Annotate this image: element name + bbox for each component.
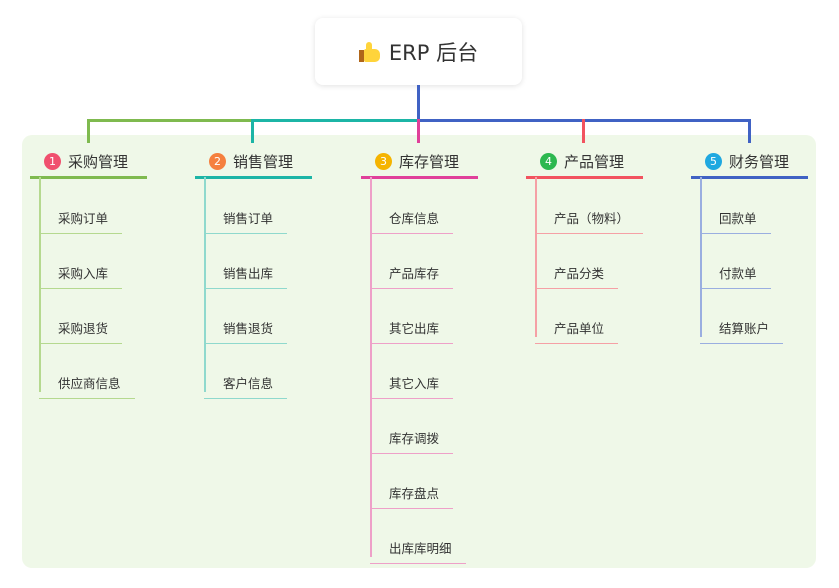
child-label: 产品单位 <box>535 318 619 344</box>
branch-vertical-line <box>700 177 702 337</box>
thumbs-up-icon <box>358 41 381 63</box>
branch-vertical-line <box>204 177 206 392</box>
child-label: 产品库存 <box>370 263 454 289</box>
branch-node[interactable]: 1 采购管理采购订单采购入库采购退货供应商信息 <box>30 150 147 399</box>
branch-underline <box>526 176 643 179</box>
child-label: 销售订单 <box>204 208 288 234</box>
child-node[interactable]: 销售订单 <box>204 208 288 234</box>
branch-node[interactable]: 2 销售管理销售订单销售出库销售退货客户信息 <box>195 150 312 399</box>
branch-vertical-line <box>370 177 372 557</box>
branch-label: 采购管理 <box>68 152 129 171</box>
number-badge-icon: 3 <box>375 152 392 170</box>
branch-label: 财务管理 <box>729 152 790 171</box>
child-node[interactable]: 库存盘点 <box>370 483 454 509</box>
child-node[interactable]: 回款单 <box>700 208 771 234</box>
branch-node[interactable]: 3 库存管理仓库信息产品库存其它出库其它入库库存调拨库存盘点出库库明细 <box>361 150 478 564</box>
child-label: 其它出库 <box>370 318 454 344</box>
connector-horizontal <box>252 119 418 122</box>
connector-drop <box>582 119 585 143</box>
root-node[interactable]: ERP 后台 <box>315 18 522 85</box>
child-node[interactable]: 库存调拨 <box>370 428 454 454</box>
child-node[interactable]: 销售退货 <box>204 318 288 344</box>
branch-node[interactable]: 4 产品管理产品（物料） 产品分类产品单位 <box>526 150 643 344</box>
branch-label: 库存管理 <box>399 152 460 171</box>
branch-header[interactable]: 5 财务管理 <box>691 150 808 172</box>
child-label: 出库库明细 <box>370 538 466 564</box>
child-label: 销售退货 <box>204 318 288 344</box>
child-label: 客户信息 <box>204 373 288 399</box>
child-node[interactable]: 结算账户 <box>700 318 784 344</box>
child-label: 采购退货 <box>39 318 123 344</box>
connector-drop <box>87 119 90 143</box>
child-label: 结算账户 <box>700 318 784 344</box>
branch-underline <box>30 176 147 179</box>
child-node[interactable]: 其它出库 <box>370 318 454 344</box>
child-node[interactable]: 产品分类 <box>535 263 619 289</box>
branch-vertical-line <box>39 177 41 392</box>
branch-vertical-line <box>535 177 537 337</box>
child-node[interactable]: 采购订单 <box>39 208 123 234</box>
number-badge-icon: 1 <box>44 152 61 170</box>
branch-label: 销售管理 <box>233 152 294 171</box>
branch-underline <box>361 176 478 179</box>
child-label: 回款单 <box>700 208 771 234</box>
diagram-background <box>22 135 816 568</box>
number-badge-icon: 4 <box>540 152 557 170</box>
child-label: 采购入库 <box>39 263 123 289</box>
child-label: 产品（物料） <box>535 208 643 234</box>
child-node[interactable]: 销售出库 <box>204 263 288 289</box>
child-node[interactable]: 仓库信息 <box>370 208 454 234</box>
child-node[interactable]: 产品库存 <box>370 263 454 289</box>
branch-header[interactable]: 3 库存管理 <box>361 150 478 172</box>
connector-drop <box>748 119 751 143</box>
child-node[interactable]: 产品单位 <box>535 318 619 344</box>
branch-header[interactable]: 1 采购管理 <box>30 150 147 172</box>
connector-drop <box>251 119 254 143</box>
child-node[interactable]: 出库库明细 <box>370 538 466 564</box>
root-title: ERP 后台 <box>388 40 479 65</box>
child-node[interactable]: 采购退货 <box>39 318 123 344</box>
child-node[interactable]: 客户信息 <box>204 373 288 399</box>
branch-header[interactable]: 2 销售管理 <box>195 150 312 172</box>
child-node[interactable]: 其它入库 <box>370 373 454 399</box>
child-label: 其它入库 <box>370 373 454 399</box>
branch-underline <box>691 176 808 179</box>
child-node[interactable]: 付款单 <box>700 263 771 289</box>
child-label: 供应商信息 <box>39 373 135 399</box>
child-label: 采购订单 <box>39 208 123 234</box>
child-node[interactable]: 供应商信息 <box>39 373 135 399</box>
child-label: 库存调拨 <box>370 428 454 454</box>
child-label: 仓库信息 <box>370 208 454 234</box>
branch-node[interactable]: 5 财务管理回款单付款单结算账户 <box>691 150 808 344</box>
child-label: 销售出库 <box>204 263 288 289</box>
child-node[interactable]: 采购入库 <box>39 263 123 289</box>
branch-header[interactable]: 4 产品管理 <box>526 150 643 172</box>
number-badge-icon: 2 <box>209 152 226 170</box>
connector-horizontal <box>88 119 252 122</box>
number-badge-icon: 5 <box>705 152 722 170</box>
root-connector <box>417 85 420 121</box>
connector-drop <box>417 119 420 143</box>
child-label: 库存盘点 <box>370 483 454 509</box>
child-label: 付款单 <box>700 263 771 289</box>
child-label: 产品分类 <box>535 263 619 289</box>
child-node[interactable]: 产品（物料） <box>535 208 643 234</box>
branch-label: 产品管理 <box>564 152 625 171</box>
branch-underline <box>195 176 312 179</box>
